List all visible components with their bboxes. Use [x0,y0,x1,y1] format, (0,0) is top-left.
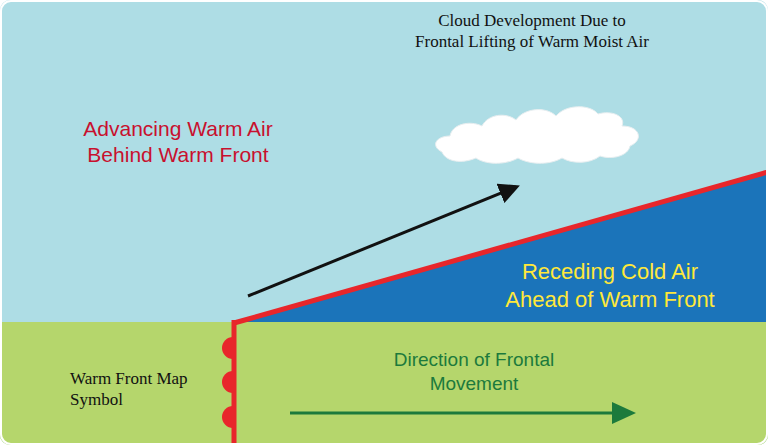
air-mass-label: Receding Cold Air Ahead of Warm Front [490,258,730,313]
warm-front-semicircle [222,371,233,393]
movement-arrowhead [612,402,636,424]
air-mass-label: Advancing Warm Air Behind Warm Front [78,116,278,169]
warm-front-semicircle [222,406,233,428]
cloud [436,107,639,164]
frontal-surface [234,172,768,323]
ground-band [0,322,768,445]
warm-front-semicircle [222,337,233,359]
direction-label: Direction of Frontal Movement [354,348,594,396]
symbol-label: Warm Front Map Symbol [70,368,210,411]
cloud-label: Cloud Development Due to Frontal Lifting… [412,10,652,53]
movement-arrow-shaft [290,412,618,415]
lifting-arrow [248,187,516,296]
